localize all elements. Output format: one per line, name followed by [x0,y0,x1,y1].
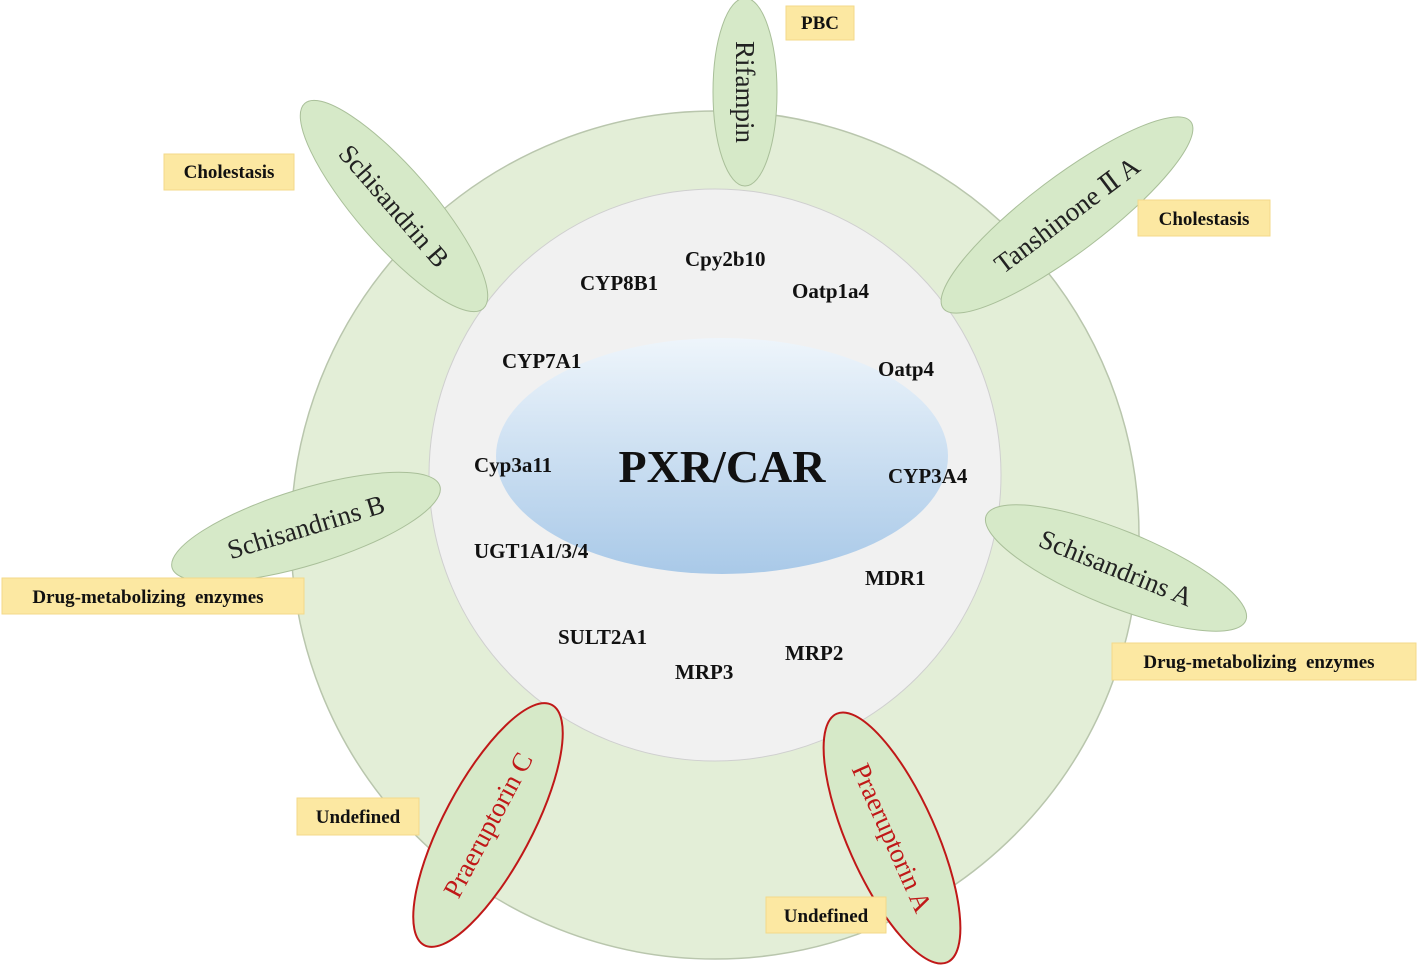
effect-box-bg [163,153,295,191]
compound-pill [299,99,489,313]
compound-label: Rifampin [730,41,760,143]
gene-label: SULT2A1 [558,625,647,649]
effect-box-undefined-left: Undefined [296,797,420,836]
gene-label: CYP7A1 [502,349,581,373]
center-label: PXR/CAR [619,441,827,492]
gene-label: MRP3 [675,660,733,684]
effect-box-cholestasis-left: Cholestasis [163,153,295,191]
gene-label: UGT1A1/3/4 [474,539,589,563]
effect-label: Cholestasis [184,162,275,183]
compound-pill [712,0,778,187]
compound-pill [412,702,564,948]
effect-label: Drug-metabolizing enzymes [1143,652,1374,673]
gene-label: Oatp4 [878,357,935,381]
gene-labels: Cpy2b10 CYP8B1 Oatp1a4 CYP7A1 Oatp4 Cyp3… [474,247,968,684]
effect-label: Drug-metabolizing enzymes [32,587,263,608]
compound-pill [940,116,1194,314]
gene-label: Cyp3a11 [474,453,552,477]
effect-box-bg [765,896,887,934]
effect-box-pbc: PBC [785,5,855,41]
gene-label: MRP2 [785,641,843,665]
effect-box-drug-metabolizing-left: Drug-metabolizing enzymes [1,577,305,615]
compound-pill [171,471,441,583]
effect-label: Cholestasis [1159,209,1250,230]
effect-label: PBC [801,13,839,34]
gene-label: Oatp1a4 [792,279,870,303]
compound-pill [984,504,1248,632]
core-ellipse [496,338,948,574]
effect-box-bg [1111,642,1417,681]
gene-label: Cpy2b10 [685,247,766,271]
effect-box-bg [296,797,420,836]
effect-box-bg [785,5,855,41]
gene-label: CYP3A4 [888,464,968,488]
gene-label: MDR1 [865,566,926,590]
effect-box-bg [1137,199,1271,237]
effect-label: Undefined [316,807,401,828]
gene-label: CYP8B1 [580,271,658,295]
effect-box-drug-metabolizing-right: Drug-metabolizing enzymes [1111,642,1417,681]
compound-praeruptorin-a: Praeruptorin A [822,711,962,965]
effect-box-bg [1,577,305,615]
effect-box-undefined-right: Undefined [765,896,887,934]
compound-pill [822,711,962,965]
effect-box-cholestasis-right: Cholestasis [1137,199,1271,237]
effect-label: Undefined [784,906,869,927]
compound-rifampin: Rifampin [712,0,778,187]
